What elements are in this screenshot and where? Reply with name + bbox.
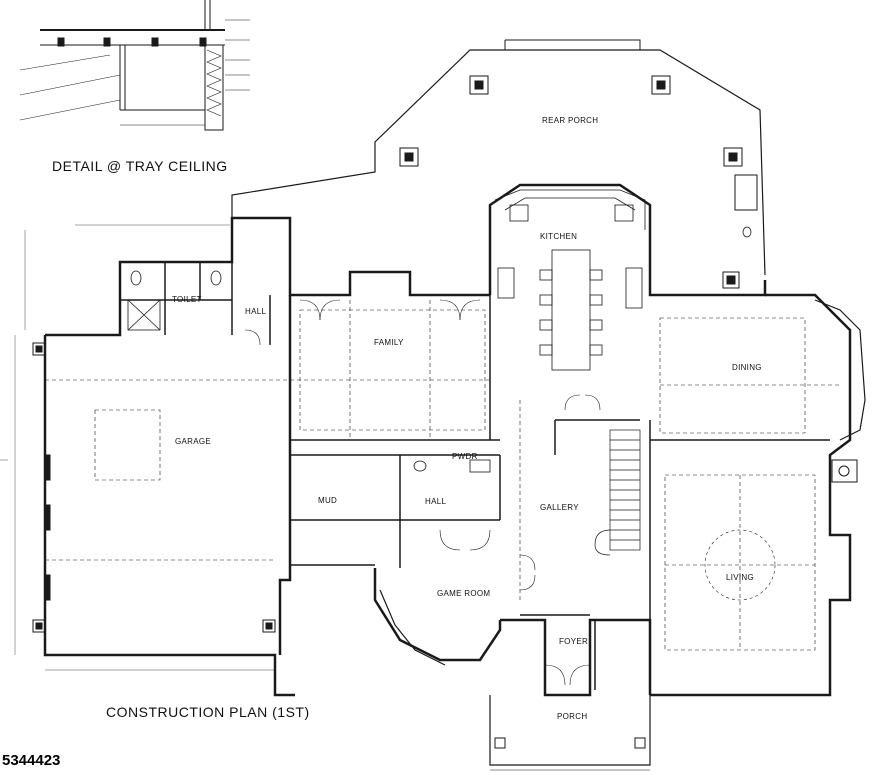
room-label-hall-upper: HALL bbox=[245, 307, 267, 316]
exterior-walls bbox=[43, 183, 852, 697]
listing-number: 5344423 bbox=[2, 752, 61, 769]
front-porch bbox=[489, 695, 651, 771]
room-label-garage: GARAGE bbox=[175, 437, 212, 446]
ceiling-dashed-lines bbox=[45, 300, 840, 651]
room-label-living: LIVING bbox=[726, 573, 755, 582]
tray-ceiling-detail bbox=[19, 0, 250, 131]
plan-title: CONSTRUCTION PLAN (1ST) bbox=[106, 704, 310, 720]
room-label-pwdr: PWDR bbox=[452, 452, 478, 461]
interior-walls bbox=[120, 262, 830, 695]
dining-bay bbox=[814, 299, 866, 441]
room-label-kitchen: KITCHEN bbox=[540, 232, 578, 241]
room-label-toilet: TOILET bbox=[172, 295, 202, 304]
kitchen-fixtures bbox=[494, 189, 646, 371]
staircase bbox=[594, 429, 641, 556]
room-label-family: FAMILY bbox=[374, 338, 404, 347]
columns bbox=[32, 342, 858, 749]
bath-fixtures bbox=[127, 226, 752, 473]
room-label-porch: PORCH bbox=[557, 712, 588, 721]
door-swings bbox=[244, 299, 601, 686]
detail-title: DETAIL @ TRAY CEILING bbox=[52, 158, 228, 174]
room-label-gallery: GALLERY bbox=[540, 503, 579, 512]
room-label-dining: DINING bbox=[732, 363, 762, 372]
game-room-bay bbox=[379, 589, 446, 666]
room-label-hall-lower: HALL bbox=[425, 497, 447, 506]
room-label-game-room: GAME ROOM bbox=[437, 589, 491, 598]
living-ceiling-medallion bbox=[704, 529, 776, 601]
dimension-lines bbox=[0, 224, 275, 671]
room-label-mud: MUD bbox=[318, 496, 338, 505]
rear-porch-outline bbox=[231, 39, 766, 289]
room-label-foyer: FOYER bbox=[559, 637, 589, 646]
room-label-rear-porch: REAR PORCH bbox=[542, 116, 599, 125]
